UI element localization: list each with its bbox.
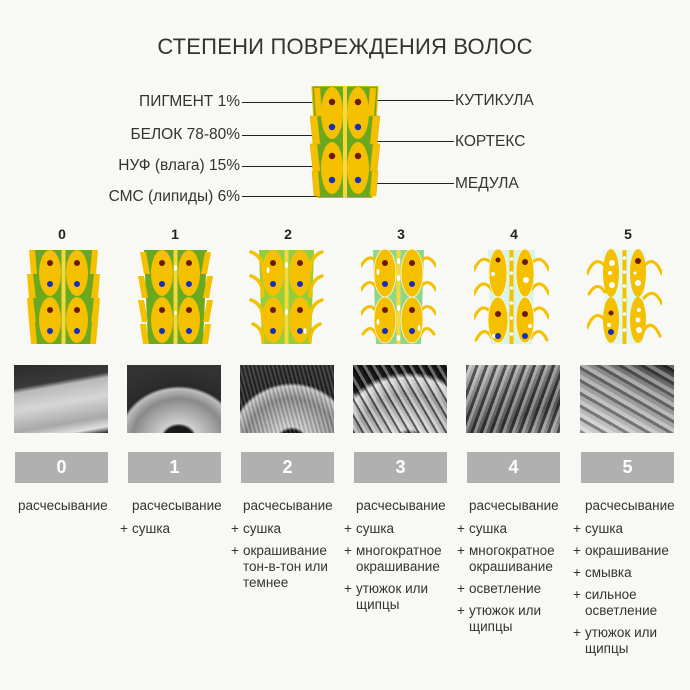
microscope-photo-stage-3 xyxy=(353,365,447,433)
stage-number-1: 1 xyxy=(171,226,179,242)
hair-diagram-stage-2 xyxy=(249,250,324,344)
microscope-photo-stage-2 xyxy=(240,365,334,433)
cause-item: + осветление xyxy=(457,581,542,596)
legend-medulla: МЕДУЛА xyxy=(455,175,519,192)
stage-badge-4: 4 xyxy=(467,452,560,483)
microscope-photo-stage-1 xyxy=(127,365,221,433)
cause-item: + сушка xyxy=(344,521,395,536)
cause-base: расчесывание xyxy=(18,498,108,513)
stage-badge-0: 0 xyxy=(15,452,108,483)
pointer-line-lipids xyxy=(242,196,322,197)
cause-item: + сушка xyxy=(573,521,624,536)
legend-lipids: СМС (липиды) 6% xyxy=(108,188,240,205)
hair-diagram-stage-5 xyxy=(587,249,662,344)
cause-item: + окрашивание xyxy=(573,543,669,558)
stage-causes-1: расчесывание + сушка xyxy=(120,498,222,543)
cause-base: расчесывание xyxy=(469,498,559,513)
stage-number-2: 2 xyxy=(284,226,292,242)
pointer-line-pigment xyxy=(242,102,332,103)
hair-structure-diagram xyxy=(310,86,380,198)
stage-causes-0: расчесывание xyxy=(18,498,108,521)
stage-causes-5: расчесывание + сушка + окрашивание + смы… xyxy=(573,498,675,663)
cause-base: расчесывание xyxy=(585,498,675,513)
stage-badge-1: 1 xyxy=(128,452,221,483)
cause-item: + смывка xyxy=(573,565,632,580)
legend-pigment: ПИГМЕНТ 1% xyxy=(139,93,240,110)
legend-nmf: НУФ (влага) 15% xyxy=(118,157,240,174)
pointer-line-protein xyxy=(242,135,322,136)
hair-diagram-stage-3 xyxy=(361,248,436,344)
stage-number-0: 0 xyxy=(58,226,66,242)
cause-base: расчесывание xyxy=(132,498,222,513)
cause-base: расчесывание xyxy=(243,498,333,513)
pointer-line-cuticle xyxy=(374,100,454,101)
hair-diagram-stage-4 xyxy=(474,248,549,344)
pointer-line-nmf xyxy=(242,166,330,167)
cause-item: + сушка xyxy=(231,521,282,536)
pointer-line-medulla xyxy=(345,183,454,184)
stage-number-3: 3 xyxy=(397,226,405,242)
page-title: СТЕПЕНИ ПОВРЕЖДЕНИЯ ВОЛОС xyxy=(157,34,533,59)
stage-badge-5: 5 xyxy=(581,452,674,483)
microscope-photo-stage-5 xyxy=(580,365,674,433)
cause-base: расчесывание xyxy=(356,498,446,513)
stage-number-5: 5 xyxy=(624,226,632,242)
microscope-photo-stage-0 xyxy=(14,365,108,433)
hair-diagram-stage-0 xyxy=(27,250,100,344)
legend-protein: БЕЛОК 78-80% xyxy=(130,126,241,143)
stage-badge-3: 3 xyxy=(354,452,447,483)
cause-item: + сушка xyxy=(120,521,171,536)
legend-cuticle: КУТИКУЛА xyxy=(455,92,534,109)
stage-number-4: 4 xyxy=(510,226,518,242)
legend-cortex: КОРТЕКС xyxy=(455,133,526,150)
hair-diagram-stage-1 xyxy=(138,250,213,344)
pointer-line-cortex xyxy=(368,141,454,142)
microscope-photo-stage-4 xyxy=(466,365,560,433)
stage-badge-2: 2 xyxy=(241,452,334,483)
cause-item: + сушка xyxy=(457,521,508,536)
